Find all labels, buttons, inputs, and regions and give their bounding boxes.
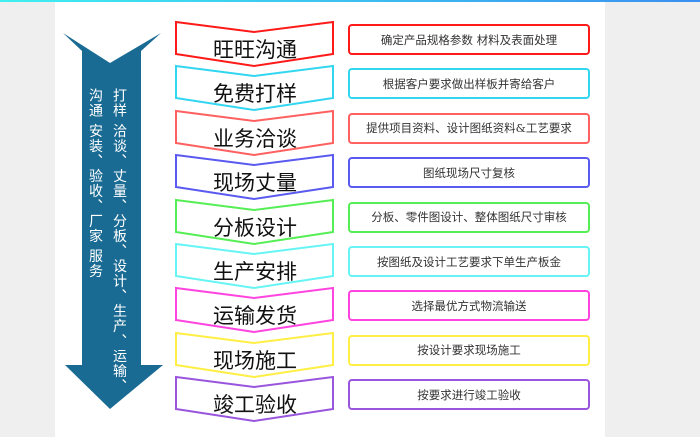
step-chevron: 旺旺沟通 (174, 20, 336, 68)
top-accent-line (0, 0, 700, 2)
step-description: 图纸现场尺寸复核 (348, 157, 590, 189)
step-description: 分板、零件图设计、整体图纸尺寸审核 (348, 201, 590, 233)
step-label: 免费打样 (213, 82, 297, 107)
step-chevron: 业务洽谈 (174, 109, 336, 157)
step-label: 旺旺沟通 (213, 38, 297, 62)
step-description: 选择最优方式物流输送 (348, 290, 590, 322)
step-description: 确定产品规格参数 材料及表面处理 (348, 24, 590, 55)
step-description: 根据客户要求做出样板并寄给客户 (348, 68, 590, 100)
step-chevron: 运输发货 (174, 286, 336, 334)
step-description: 提供项目资料、设计图纸资料&工艺要求 (348, 112, 590, 144)
step-chevron: 现场丈量 (174, 153, 336, 201)
step-label: 分板设计 (213, 215, 297, 240)
step-label: 现场丈量 (213, 171, 297, 196)
step-chevron: 免费打样 (174, 64, 336, 112)
step-label: 运输发货 (213, 304, 297, 329)
step-description: 按图纸及设计工艺要求下单生产板金 (348, 246, 590, 277)
step-chevron: 竣工验收 (174, 375, 336, 423)
step-label: 竣工验收 (213, 393, 297, 418)
down-arrow-icon (63, 33, 163, 409)
step-label: 业务洽谈 (213, 126, 297, 151)
step-chevron: 现场施工 (174, 331, 336, 379)
step-chevron: 分板设计 (174, 198, 336, 246)
step-chevron: 生产安排 (174, 242, 336, 290)
step-description: 按要求进行竣工验收 (348, 379, 590, 411)
process-summary-left: 沟通 安装、验收、厂家 服务 (87, 88, 103, 279)
step-label: 现场施工 (213, 348, 297, 373)
step-description: 按设计要求现场施工 (348, 334, 590, 366)
process-summary-right: 打样 洽谈、丈量、分板、设计、生产、运输、 (111, 88, 127, 394)
step-label: 生产安排 (213, 260, 297, 284)
